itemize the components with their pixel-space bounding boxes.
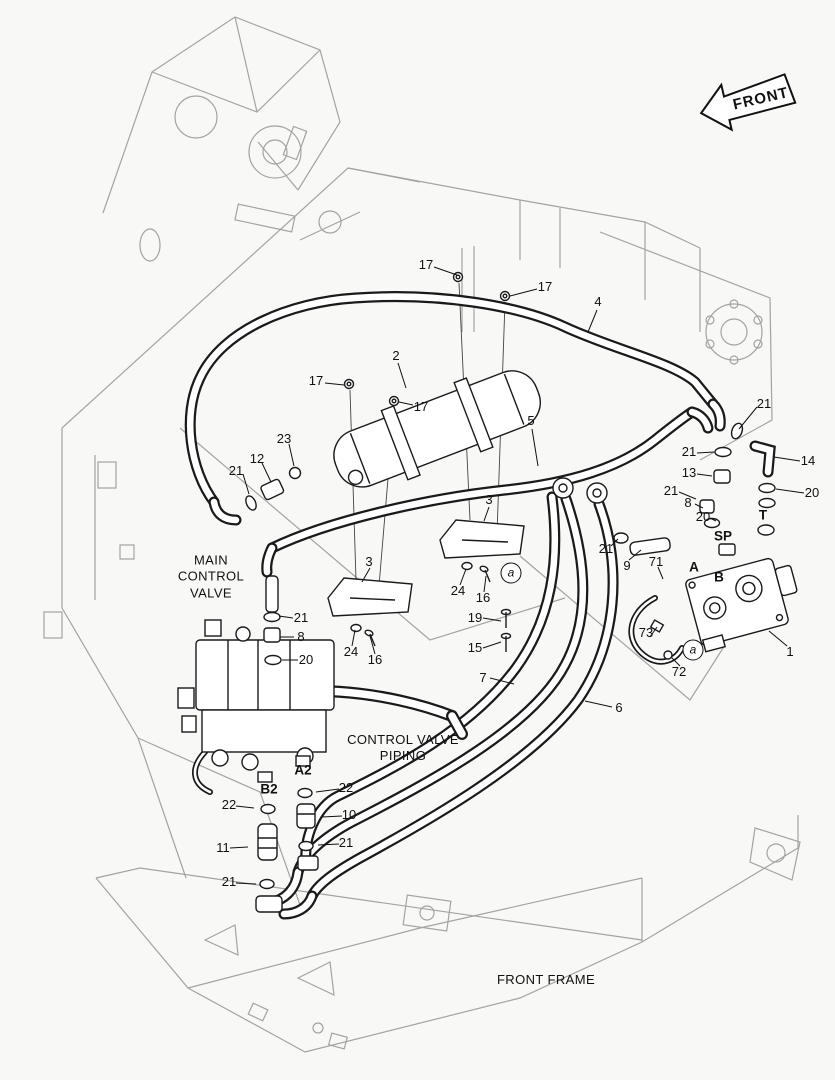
leader-lines: [229, 266, 805, 885]
fittings-bottom-b2: [255, 803, 283, 913]
callout-71-21: 71: [648, 553, 664, 569]
bolts-17: [343, 271, 511, 407]
pilot-valve-1: [685, 557, 798, 653]
callout-21-10: 21: [756, 395, 772, 411]
callout-21-41: 21: [338, 834, 354, 850]
bolts-19-15: [500, 608, 512, 652]
callout-8-28: 8: [297, 628, 305, 644]
callout-12-7: 12: [249, 450, 265, 466]
callout-22-38: 22: [221, 796, 237, 812]
callout-22-37: 22: [338, 779, 354, 795]
port-label-a: A: [689, 559, 699, 575]
callout-11-40: 11: [216, 839, 230, 855]
callout-3-22: 3: [365, 553, 373, 569]
callout-8-16: 8: [684, 494, 692, 510]
callout-17-1: 17: [537, 278, 553, 294]
frame-outline: [43, 16, 801, 1053]
port-label-b: B: [714, 569, 724, 585]
front-frame-caption: FRONT FRAME: [496, 971, 596, 987]
callout-15-26: 15: [467, 639, 483, 655]
clamp-bracket-3a: [327, 577, 413, 617]
callout-17-0: 17: [418, 256, 434, 272]
washer-screw-sets: [350, 561, 491, 647]
fittings-left-cylinder: [245, 466, 302, 511]
hose-71-loop: [628, 595, 685, 665]
callout-20-14: 20: [804, 484, 820, 500]
hose-eye-fittings: [552, 477, 608, 504]
callout-17-4: 17: [308, 372, 324, 388]
callout-20-17: 20: [695, 508, 711, 524]
callout-21-15: 21: [663, 482, 679, 498]
callout-19-25: 19: [467, 609, 483, 625]
callout-3-18: 3: [485, 491, 493, 507]
circled-ref-a-1: a: [682, 639, 704, 661]
fittings-right-column: [699, 422, 776, 556]
callout-20-29: 20: [298, 651, 314, 667]
callout-16-31: 16: [367, 651, 383, 667]
callout-9-20: 9: [623, 557, 631, 573]
clamp-bracket-3b: [439, 519, 525, 559]
hose-mid-cylinder-to-valve: [261, 406, 714, 578]
callout-14-11: 14: [800, 452, 816, 468]
callout-21-42: 21: [221, 873, 237, 889]
fittings-bottom-a2: [296, 787, 319, 871]
callout-16-24: 16: [475, 589, 491, 605]
callout-21-8: 21: [228, 462, 244, 478]
port-label-b2: B2: [260, 781, 278, 797]
callout-5-9: 5: [527, 412, 535, 428]
port-label-sp: SP: [713, 528, 733, 544]
callout-72-33: 72: [671, 663, 687, 679]
fittings-left-valve-top: [263, 575, 282, 666]
control-valve-piping-caption: CONTROL VALVE PIPING: [347, 731, 459, 763]
port-label-t: T: [758, 507, 768, 523]
callout-2-3: 2: [392, 347, 400, 363]
main-control-valve: [177, 619, 335, 783]
main-control-valve-caption: MAIN CONTROL VALVE: [177, 552, 245, 601]
callout-24-23: 24: [450, 582, 466, 598]
callout-4-2: 4: [594, 293, 602, 309]
callout-7-35: 7: [479, 669, 487, 685]
callout-21-27: 21: [293, 609, 309, 625]
callout-1-34: 1: [786, 643, 794, 659]
callout-23-6: 23: [276, 430, 292, 446]
callout-24-30: 24: [343, 643, 359, 659]
cylinder-2: [333, 370, 541, 488]
circled-ref-a-0: a: [500, 562, 522, 584]
callout-6-36: 6: [615, 699, 623, 715]
port-label-a2: A2: [294, 762, 312, 778]
callout-17-5: 17: [413, 398, 429, 414]
callout-73-32: 73: [638, 624, 654, 640]
callout-13-13: 13: [681, 464, 697, 480]
hose-4: [184, 291, 726, 526]
callout-21-19: 21: [598, 540, 614, 556]
callout-21-12: 21: [681, 443, 697, 459]
hose-6: [278, 498, 619, 920]
callout-10-39: 10: [341, 806, 357, 822]
